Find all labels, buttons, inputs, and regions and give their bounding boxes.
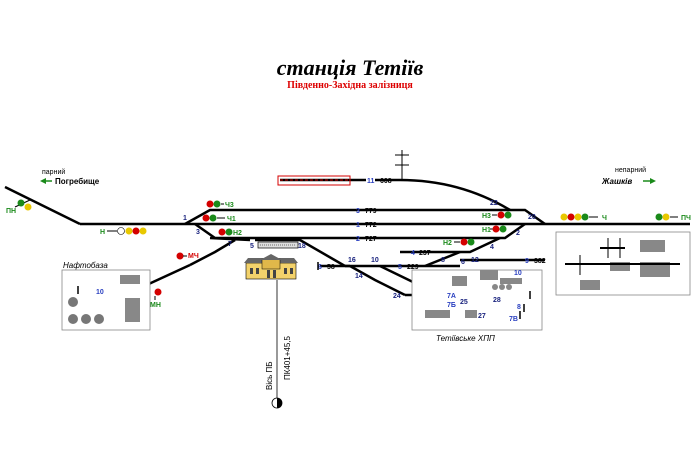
station-building: [244, 254, 298, 280]
signal-n1: Н1: [482, 225, 507, 234]
khpp-track: 27: [478, 313, 486, 320]
khpp-track: 7А: [447, 293, 456, 300]
right-parity-label: непарний: [615, 166, 646, 174]
track-number: 1: [356, 222, 360, 229]
signal-label: МЧ: [188, 253, 199, 260]
switch-number: 7: [228, 241, 232, 248]
switch-number: 10: [371, 257, 379, 264]
track-number: 5: [398, 264, 402, 271]
switch-number: 18: [298, 243, 306, 250]
axis-label: Вісь ПБ: [265, 361, 274, 390]
elevator-label: Тетіївське ХПП: [436, 334, 495, 343]
track-number: 2: [356, 236, 360, 243]
track-badges: 11 608 3 779 1 772 2 727 4 237 6 58 5 22…: [318, 175, 546, 271]
switch-number: 5: [250, 243, 254, 250]
right-arrow-icon: [650, 178, 656, 184]
signal-ch1: Ч1: [202, 214, 236, 223]
right-direction-name: Жашків: [601, 177, 632, 186]
switch-number: 1: [183, 215, 187, 222]
signal-label: Ч1: [227, 216, 236, 223]
oil-depot-area: Нафтобаза 10: [61, 261, 151, 331]
khpp-track: 25: [460, 299, 468, 306]
track-length: 727: [365, 236, 377, 243]
switch-number: 22: [490, 200, 498, 207]
switch-number: 14: [355, 273, 363, 280]
signal-label: Н2: [233, 230, 242, 237]
page-title: станція Тетіїв: [276, 55, 424, 80]
track-number: 11: [367, 178, 375, 185]
signal-mn: МН: [150, 288, 162, 309]
signal-label: Ч: [602, 215, 607, 222]
signal-ch: Ч: [560, 213, 607, 222]
khpp-track: 10: [514, 270, 522, 277]
signal-mch: МЧ: [176, 252, 199, 260]
switch-number: 2: [516, 230, 520, 237]
signal-label: Н3: [482, 213, 491, 220]
signal-label: ПН: [6, 208, 16, 215]
track-length: 237: [419, 250, 431, 257]
khpp-track: 28: [493, 297, 501, 304]
track-number: 3: [356, 208, 360, 215]
left-direction-name: Погребище: [55, 177, 100, 186]
signal-n3: Н3: [482, 211, 512, 220]
signal-n2-right: Н2: [443, 238, 475, 247]
signal-ch3: Ч3: [206, 200, 234, 209]
signals: ПН Н Ч3 Ч1 Н2 Н3: [6, 199, 691, 309]
track-number: 6: [318, 264, 322, 271]
track-length: 382: [534, 258, 546, 265]
elevator-area: Тетіївське ХПП 7А 7Б 7В 25 28 27 8 10: [411, 269, 543, 343]
signal-label: ПЧ: [681, 215, 691, 222]
right-industrial-area: [555, 231, 691, 296]
signal-label: МН: [150, 302, 161, 309]
pb-axis: Вісь ПБ ПК401+45,5: [265, 280, 292, 409]
page-subtitle: Південно-Західна залізниця: [287, 80, 413, 91]
signal-label: Ч3: [225, 202, 234, 209]
track-length: 608: [380, 178, 392, 185]
svg-text:10: 10: [96, 289, 104, 296]
switch-numbers: 1 3 5 7 16 10 14 24 22 20 2 4 8 6 12 18: [183, 200, 536, 300]
switch-number: 12: [471, 257, 479, 264]
left-parity-label: парний: [42, 168, 65, 176]
switch-number: 20: [528, 214, 536, 221]
switch-number: 4: [490, 244, 494, 251]
switch-number: 6: [461, 259, 465, 266]
axis-km: ПК401+45,5: [283, 335, 292, 380]
track-number: 4: [411, 250, 415, 257]
switch-number: 8: [441, 257, 445, 264]
track-length: 779: [365, 208, 377, 215]
switch-number: 24: [393, 293, 401, 300]
signal-n2-left: Н2: [218, 228, 242, 237]
signal-pn: ПН: [6, 199, 32, 215]
signal-label: Н1: [482, 227, 491, 234]
switch-number: 16: [348, 257, 356, 264]
switch-number: 3: [196, 229, 200, 236]
left-arrow-icon: [40, 178, 46, 184]
signal-pch: ПЧ: [655, 213, 691, 222]
signal-n: Н: [100, 227, 147, 236]
khpp-track: 7Б: [447, 302, 456, 309]
track-length: 229: [407, 264, 419, 271]
oil-depot-label: Нафтобаза: [63, 261, 108, 270]
catenary-pole: [395, 150, 409, 180]
buffer-stops: [77, 262, 531, 319]
khpp-track: 7В: [509, 316, 518, 323]
track-length: 58: [327, 264, 335, 271]
track-length: 772: [365, 222, 377, 229]
signal-label: Н2: [443, 240, 452, 247]
khpp-track: 8: [517, 304, 521, 311]
track-number: 9: [525, 258, 529, 265]
signal-label: Н: [100, 229, 105, 236]
